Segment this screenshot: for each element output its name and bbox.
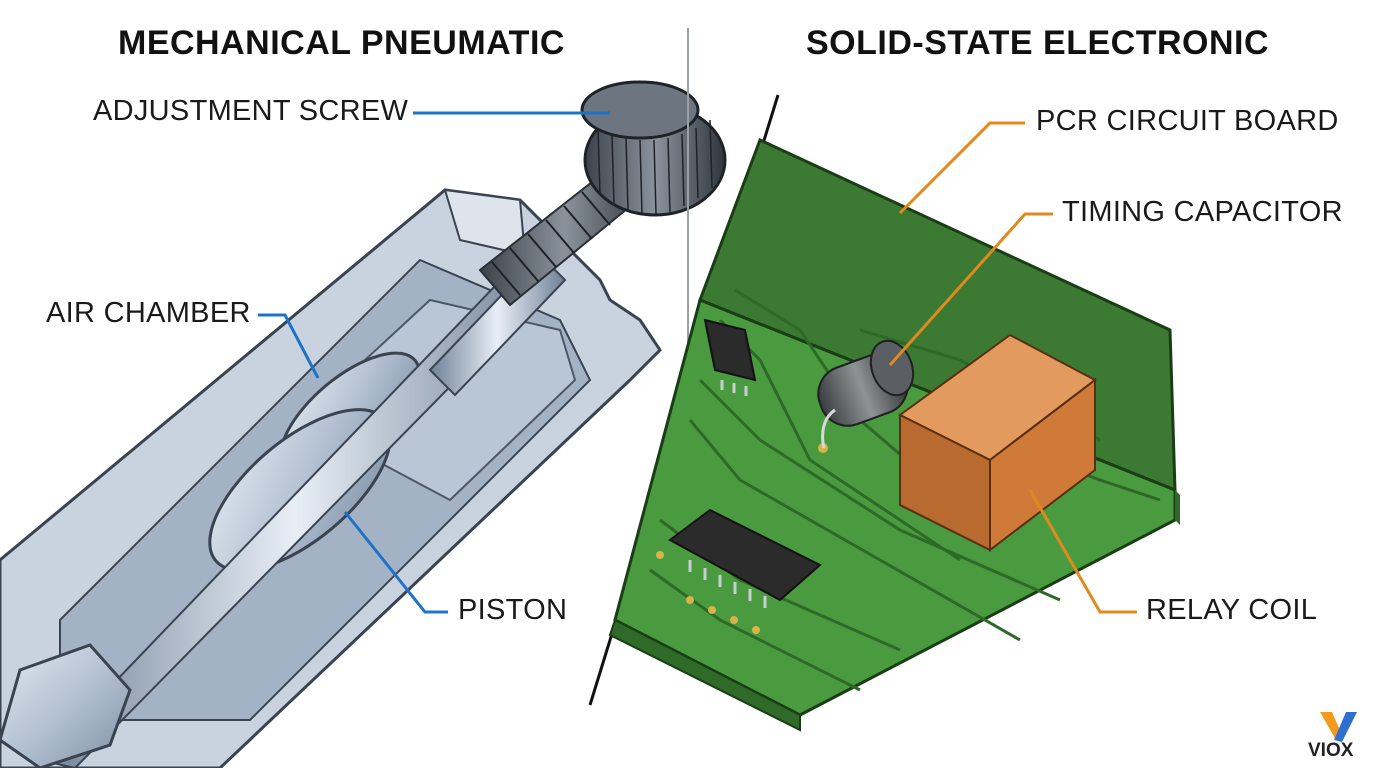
- label-piston: PISTON: [458, 594, 568, 626]
- label-timing-capacitor: TIMING CAPACITOR: [1062, 196, 1343, 228]
- relay-coil-part: [898, 333, 1097, 553]
- title-solid-state-electronic: SOLID-STATE ELECTRONIC: [806, 24, 1270, 62]
- electronic-timer-illustration: [608, 137, 1180, 732]
- label-adjustment-screw: ADJUSTMENT SCREW: [93, 95, 409, 127]
- leader-piston: [343, 511, 448, 614]
- leader-air-chamber: [258, 313, 320, 379]
- leader-relay-coil: [1028, 489, 1137, 614]
- label-air-chamber: AIR CHAMBER: [46, 297, 251, 329]
- viox-logo-text: VIOX: [1308, 740, 1354, 761]
- screw-threads: [491, 177, 629, 296]
- knurled-knob-top: [580, 80, 700, 140]
- viox-logo-mark: [1320, 712, 1357, 742]
- pneumatic-timer-illustration: [0, 80, 727, 768]
- leader-timing-capacitor: [888, 212, 1053, 366]
- label-pcr-circuit-board: PCR CIRCUIT BOARD: [1036, 105, 1339, 137]
- leader-pcr-circuit-board: [898, 121, 1025, 215]
- knob-knurling: [597, 119, 713, 215]
- ic-pins: [688, 380, 767, 608]
- lock-nut: [0, 643, 132, 768]
- small-ic-chip: [703, 318, 757, 382]
- title-mechanical-pneumatic: MECHANICAL PNEUMATIC: [118, 24, 565, 62]
- pcb-board-right-edge: [1175, 490, 1180, 525]
- timing-capacitor-part: [817, 339, 915, 449]
- pcb-board-edge: [608, 618, 801, 732]
- label-relay-coil: RELAY COIL: [1146, 594, 1318, 626]
- large-ic-chip: [668, 508, 822, 602]
